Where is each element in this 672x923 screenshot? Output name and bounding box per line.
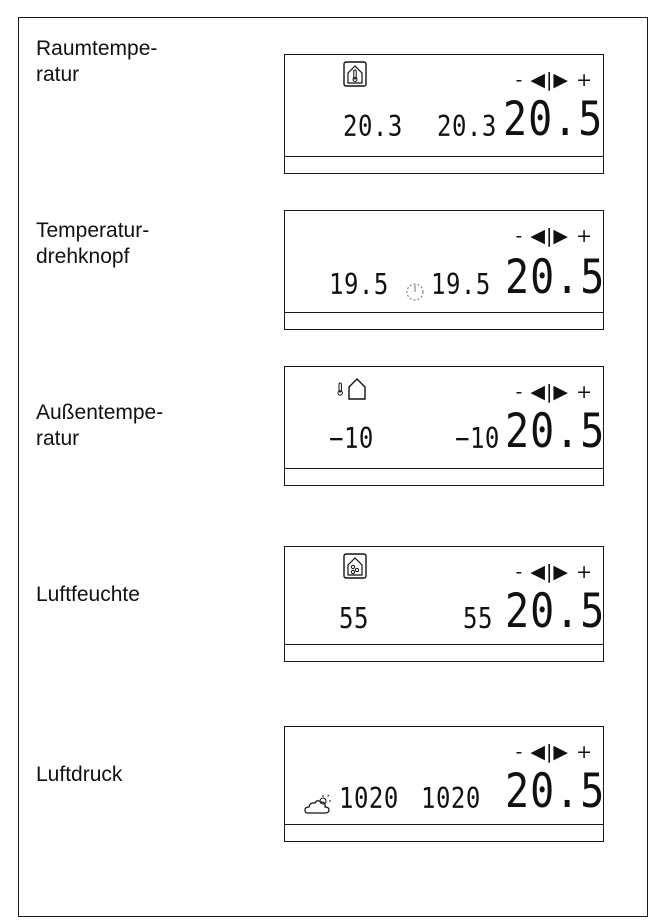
lcd-value-b: 55	[463, 601, 493, 635]
lcd-display-luftdruck: - ◀|▶ + 1020 1020 20.5	[284, 726, 604, 842]
lcd-bottom-bar	[284, 156, 604, 173]
lcd-value-big: 20.5	[505, 764, 606, 819]
lcd-value-big: 20.5	[503, 92, 604, 147]
lcd-bottom-bar	[284, 312, 604, 329]
lcd-value-a: 20.3	[343, 109, 403, 143]
label-raumtemperatur: Raumtempe- ratur	[36, 37, 158, 86]
lcd-controls: - ◀|▶ +	[515, 225, 593, 247]
lcd-controls: - ◀|▶ +	[515, 741, 593, 763]
humidity-drops-icon	[343, 553, 367, 579]
weather-cloud-sun-icon	[304, 795, 331, 814]
lcd-value-big: 20.5	[505, 404, 606, 459]
lcd-value-a: 55	[339, 601, 369, 635]
lcd-value-big: 20.5	[505, 584, 606, 639]
lcd-value-a: −10	[329, 421, 374, 455]
label-luftfeuchte: Luftfeuchte	[36, 583, 140, 606]
lcd-display-aussentemperatur: - ◀|▶ + −10 −10 20.5	[284, 366, 604, 486]
lcd-display-raumtemperatur: - ◀|▶ + 20.3 20.3 20.5	[284, 54, 604, 174]
label-temperaturdrehknopf: Temperatur- drehknopf	[36, 219, 150, 268]
lcd-bottom-bar	[284, 824, 604, 841]
lcd-controls: - ◀|▶ +	[515, 561, 593, 583]
lcd-display-drehknopf: - ◀|▶ + 19.5 19.5 20.5	[284, 210, 604, 330]
dial-icon	[406, 283, 424, 301]
lcd-bottom-bar	[284, 644, 604, 661]
lcd-value-b: 1020	[421, 781, 481, 815]
page-frame	[18, 17, 648, 917]
lcd-value-b: 19.5	[431, 267, 491, 301]
label-luftdruck: Luftdruck	[36, 763, 123, 786]
outdoor-thermometer-icon	[337, 378, 366, 400]
lcd-value-a: 19.5	[329, 267, 389, 301]
lcd-bottom-bar	[284, 468, 604, 485]
lcd-value-a: 1020	[339, 781, 399, 815]
lcd-controls: - ◀|▶ +	[515, 69, 593, 91]
label-aussentemperatur: Außentempe- ratur	[36, 401, 164, 450]
lcd-value-big: 20.5	[505, 250, 606, 305]
lcd-value-b: 20.3	[437, 109, 497, 143]
lcd-controls: - ◀|▶ +	[515, 381, 593, 403]
lcd-display-luftfeuchte: - ◀|▶ + 55 55 20.5	[284, 546, 604, 662]
lcd-value-b: −10	[455, 421, 500, 455]
house-thermometer-icon	[343, 61, 367, 87]
